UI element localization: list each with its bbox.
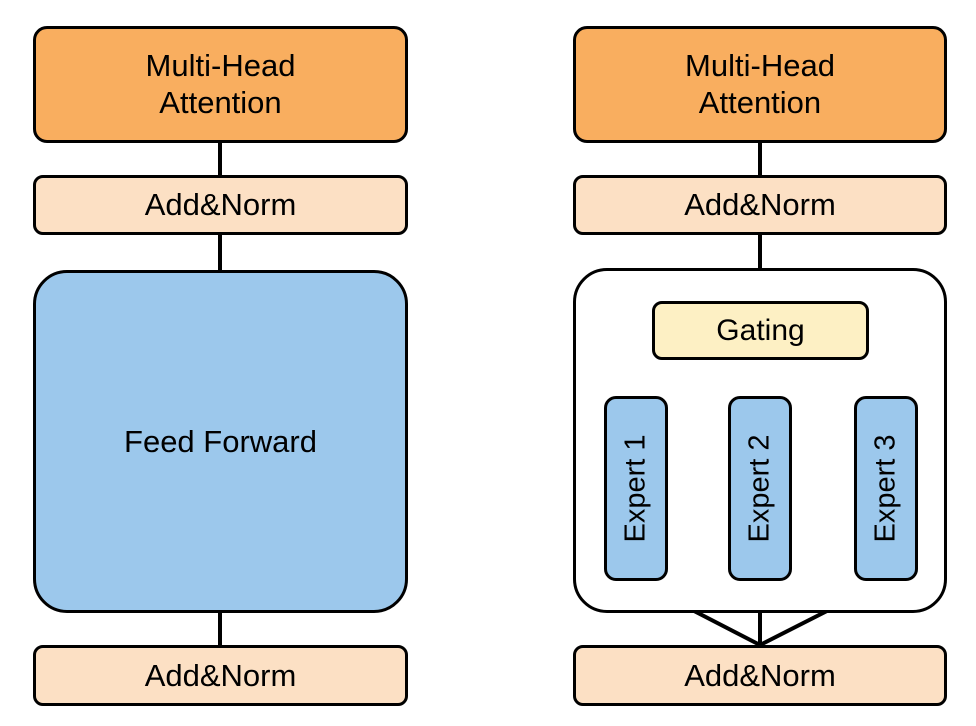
left-multi-head-attention-block[interactable]: Multi-Head Attention bbox=[33, 26, 408, 143]
right-add-norm-bottom-block[interactable]: Add&Norm bbox=[573, 645, 947, 706]
expert-1-block[interactable]: Expert 1 bbox=[604, 396, 668, 581]
left-add-norm-top-block[interactable]: Add&Norm bbox=[33, 175, 408, 235]
expert-1-label: Expert 1 bbox=[619, 434, 652, 543]
expert-3-block[interactable]: Expert 3 bbox=[854, 396, 918, 581]
gating-label: Gating bbox=[716, 313, 805, 347]
left-add-norm-top-label: Add&Norm bbox=[144, 187, 297, 222]
right-add-norm-bottom-label: Add&Norm bbox=[684, 657, 836, 693]
left-multi-head-attention-label: Multi-Head Attention bbox=[145, 47, 296, 120]
right-multi-head-attention-label: Multi-Head Attention bbox=[685, 47, 835, 120]
gating-block[interactable]: Gating bbox=[652, 301, 869, 360]
expert-2-block[interactable]: Expert 2 bbox=[728, 396, 792, 581]
right-add-norm-top-label: Add&Norm bbox=[684, 187, 836, 222]
left-feed-forward-label: Feed Forward bbox=[124, 423, 317, 459]
left-feed-forward-block[interactable]: Feed Forward bbox=[33, 270, 408, 613]
expert-3-label: Expert 3 bbox=[869, 434, 902, 543]
left-add-norm-bottom-label: Add&Norm bbox=[144, 657, 297, 693]
expert-2-label: Expert 2 bbox=[743, 434, 776, 543]
left-add-norm-bottom-block[interactable]: Add&Norm bbox=[33, 645, 408, 706]
right-add-norm-top-block[interactable]: Add&Norm bbox=[573, 175, 947, 235]
right-multi-head-attention-block[interactable]: Multi-Head Attention bbox=[573, 26, 947, 143]
